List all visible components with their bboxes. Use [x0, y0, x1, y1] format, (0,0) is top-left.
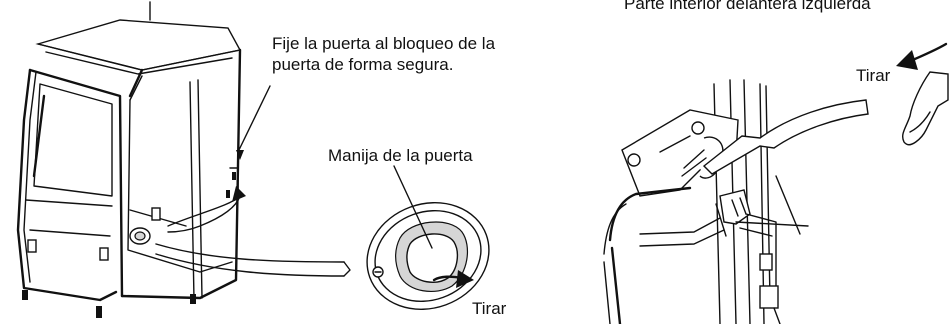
location-label: Parte interior delantera izquierda — [624, 0, 871, 13]
excavator-cab-icon — [16, 1, 242, 318]
door-swing-arrow-icon — [167, 186, 246, 233]
door-handle-label: Manija de la puerta — [328, 146, 473, 165]
door-handle-icon — [366, 202, 490, 310]
zoom-pointer — [702, 99, 869, 175]
handle-callout-tail — [155, 243, 351, 277]
pull-lock-label: Tirar — [856, 66, 891, 85]
secure-door-label-line2: puerta de forma segura. — [272, 55, 454, 74]
pull-arrow-icon — [896, 42, 948, 70]
hand-icon — [901, 71, 949, 146]
pull-handle-label: Tirar — [472, 299, 507, 318]
lock-leader-line — [237, 85, 271, 153]
door-lock-latch-icon — [603, 79, 809, 326]
handle-leader-line — [393, 165, 433, 249]
secure-door-label-line1: Fije la puerta al bloqueo de la — [272, 34, 496, 53]
